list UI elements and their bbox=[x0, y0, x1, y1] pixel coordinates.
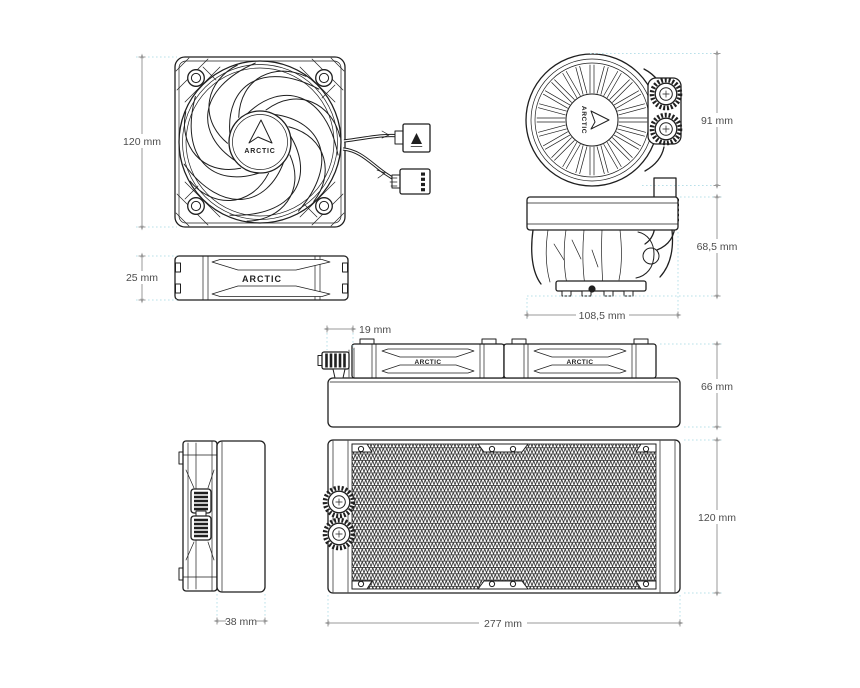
dim-label-pump-height: 91 mm bbox=[701, 115, 733, 127]
dim-label-pump-side-width: 108,5 mm bbox=[579, 310, 626, 322]
radiator-front-view bbox=[322, 439, 681, 594]
end-view-fitting-top bbox=[190, 488, 212, 514]
dim-radiator-fitting-overhang: 19 mm bbox=[323, 324, 391, 350]
fan-frame-corners bbox=[167, 49, 347, 231]
radiator-end-view bbox=[178, 440, 266, 593]
radiator-fans-side-view: ARCTIC ARCTIC bbox=[317, 338, 681, 428]
dim-label-radiator-front-height: 120 mm bbox=[698, 512, 736, 524]
radiator-fins bbox=[351, 443, 657, 590]
pump-side-view bbox=[526, 177, 679, 297]
dim-radiator-with-fans-height: 66 mm bbox=[660, 340, 736, 431]
dim-pump-side-width: 108,5 mm bbox=[523, 232, 682, 322]
radiator-fan-1: ARCTIC bbox=[351, 338, 505, 379]
dim-pump-height: 91 mm bbox=[590, 50, 736, 189]
radiator-front-fitting-bottom bbox=[322, 517, 356, 551]
pump-logo: ARCTIC bbox=[580, 106, 610, 134]
pump-hose-fitting-top bbox=[649, 77, 683, 111]
dim-label-pump-side-height: 68,5 mm bbox=[697, 241, 738, 253]
dim-label-radiator-fitting-overhang: 19 mm bbox=[359, 324, 391, 336]
pump-logo-text: ARCTIC bbox=[580, 106, 587, 134]
pump-hose-fitting-bottom bbox=[649, 112, 683, 146]
fan-side-view: ARCTIC bbox=[174, 255, 349, 301]
radiator-fan-2: ARCTIC bbox=[503, 338, 657, 379]
fan-side-logo-text: ARCTIC bbox=[242, 274, 282, 284]
dim-fan-side-thickness: 25 mm bbox=[124, 252, 177, 304]
radiator-side-fitting bbox=[317, 347, 355, 379]
dim-label-radiator-with-fans-height: 66 mm bbox=[701, 381, 733, 393]
fan-cables bbox=[342, 130, 403, 183]
dim-label-radiator-length: 277 mm bbox=[484, 618, 522, 630]
dim-label-fan-side-thickness: 25 mm bbox=[126, 272, 158, 284]
pump-top-view: ARCTIC bbox=[525, 53, 683, 187]
fan-blades bbox=[167, 49, 347, 231]
fan-connector-logo-plug bbox=[394, 123, 431, 153]
radiator-mounting-plates bbox=[351, 443, 657, 590]
dim-radiator-depth: 38 mm bbox=[213, 594, 269, 628]
radiator-front-fitting-top bbox=[322, 485, 356, 519]
pump-fins bbox=[536, 64, 648, 176]
dim-label-fan-front-height: 120 mm bbox=[123, 136, 161, 148]
arctic-triangle-logo bbox=[248, 119, 273, 144]
arctic-triangle-logo bbox=[590, 110, 610, 130]
fan-front-logo-text: ARCTIC bbox=[244, 148, 275, 155]
dim-fan-front-height: 120 mm bbox=[122, 53, 177, 231]
dim-radiator-front-height: 120 mm bbox=[684, 436, 738, 597]
fan-connector-4pin bbox=[389, 168, 431, 195]
dim-radiator-length: 277 mm bbox=[324, 595, 684, 630]
end-view-fitting-bottom bbox=[190, 515, 212, 541]
radiator-fan-2-logo-text: ARCTIC bbox=[567, 359, 594, 366]
fan-front-view: ARCTIC bbox=[167, 49, 431, 231]
dim-label-radiator-depth: 38 mm bbox=[225, 616, 257, 628]
dim-pump-side-height: 68,5 mm bbox=[527, 193, 740, 300]
radiator-fan-1-logo-text: ARCTIC bbox=[415, 359, 442, 366]
